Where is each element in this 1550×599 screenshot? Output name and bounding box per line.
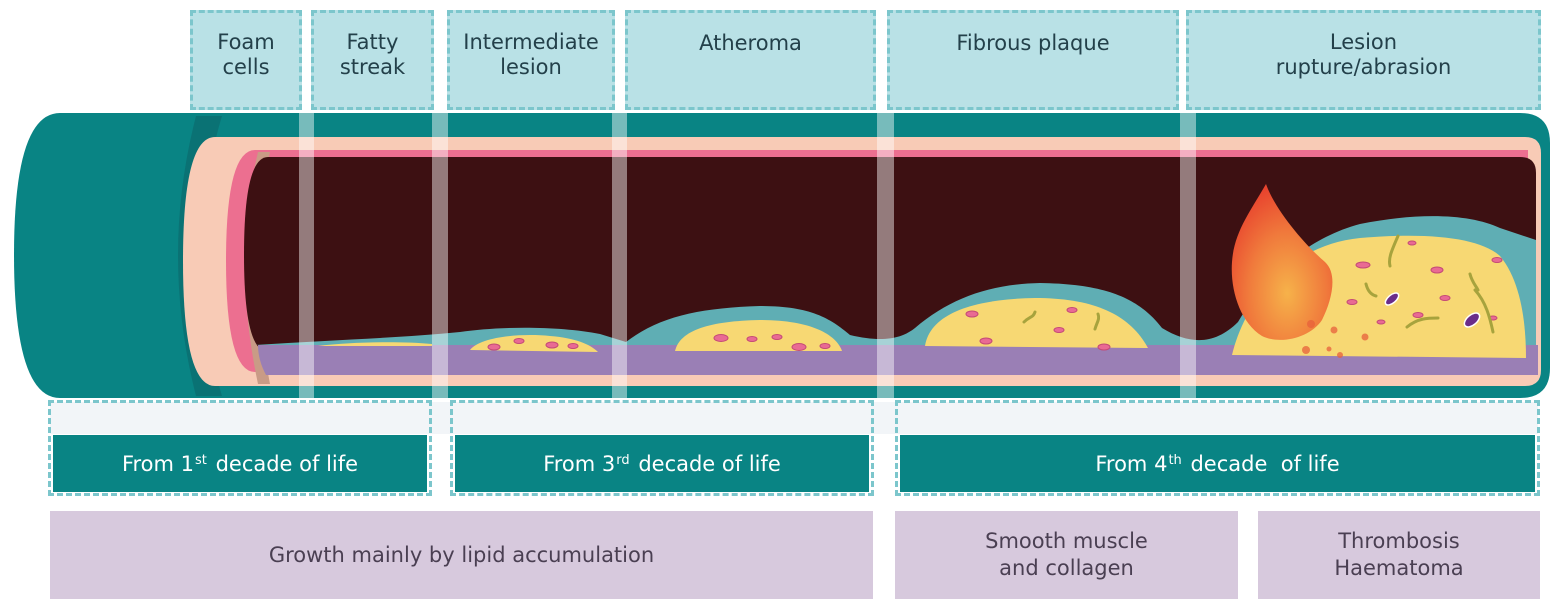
decade-fourth-prefix: From 4 [1095,452,1167,476]
stage-fatty-streak: Fatty streak [311,10,434,110]
stage-lesion-rupture: Lesion rupture/abrasion [1186,10,1541,110]
decade-fourth-sup: th [1168,453,1181,468]
decade-third-suffix: decade of life [632,452,781,476]
decade-first-prefix: From 1 [122,452,194,476]
growth-lipid-accumulation: Growth mainly by lipid accumulation [50,511,873,599]
decade-first-suffix: decade of life [209,452,358,476]
growth-thrombosis-haematoma: Thrombosis Haematoma [1258,511,1540,599]
stage-fibrous-plaque: Fibrous plaque [887,10,1179,110]
stage-intermediate-lesion: Intermediate lesion [447,10,615,110]
growth-smooth-muscle-collagen: Smooth muscle and collagen [895,511,1238,599]
decade-third-prefix: From 3 [543,452,615,476]
stage-foam-cells: Foam cells [190,10,302,110]
decade-third-sup: rd [616,453,629,468]
decade-first-sup: st [195,453,207,468]
decade-fourth-suffix: decade of life [1184,452,1340,476]
stage-atheroma: Atheroma [625,10,876,110]
